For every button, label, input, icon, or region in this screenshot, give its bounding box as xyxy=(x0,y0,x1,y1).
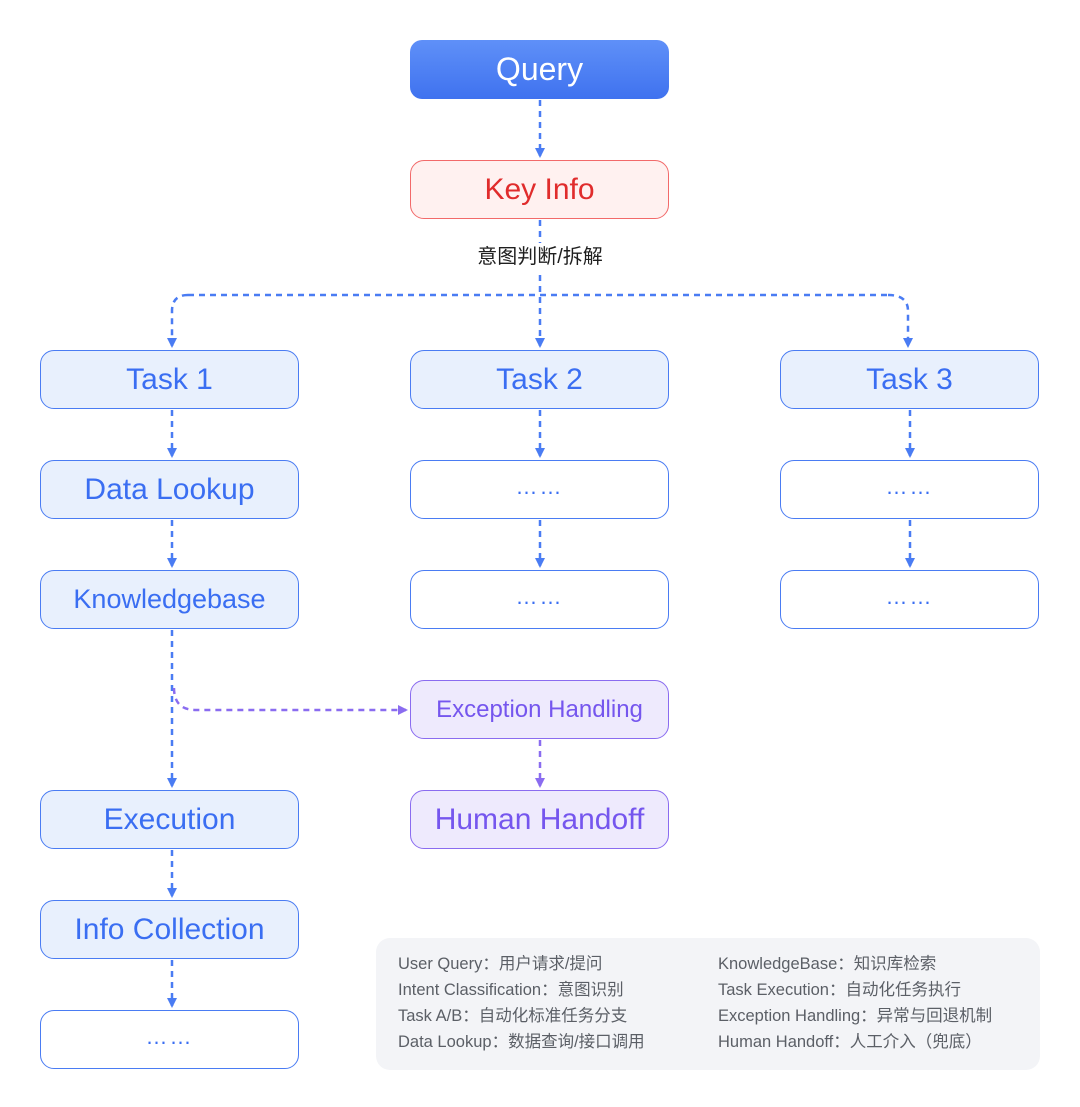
exception-handling-node: Exception Handling xyxy=(410,680,669,739)
intent-split-label: 意图判断/拆解 xyxy=(455,243,625,271)
legend-right-column: KnowledgeBase：知识库检索 Task Execution：自动化任务… xyxy=(718,951,992,1055)
data-lookup-node: Data Lookup xyxy=(40,460,299,519)
task1-node: Task 1 xyxy=(40,350,299,409)
task2-step2-node: …… xyxy=(410,570,669,629)
legend-item: User Query：用户请求/提问 xyxy=(398,955,603,973)
legend-item: Task A/B：自动化标准任务分支 xyxy=(398,1007,628,1025)
task1-final-step-node: …… xyxy=(40,1010,299,1069)
legend-panel: User Query：用户请求/提问 Intent Classification… xyxy=(376,938,1040,1070)
execution-node: Execution xyxy=(40,790,299,849)
legend-item: Intent Classification：意图识别 xyxy=(398,981,624,999)
knowledgebase-node: Knowledgebase xyxy=(40,570,299,629)
arrow-branch-to-task3 xyxy=(887,293,913,348)
legend-item: Human Handoff：人工介入（兜底） xyxy=(718,1033,982,1051)
task2-node: Task 2 xyxy=(410,350,669,409)
legend-item: Task Execution：自动化任务执行 xyxy=(718,981,961,999)
legend-left-column: User Query：用户请求/提问 Intent Classification… xyxy=(398,951,645,1055)
arrow-branch-to-task1 xyxy=(167,293,189,348)
info-collection-node: Info Collection xyxy=(40,900,299,959)
key-info-node: Key Info xyxy=(410,160,669,219)
legend-item: KnowledgeBase：知识库检索 xyxy=(718,955,937,973)
task3-step1-node: …… xyxy=(780,460,1039,519)
task2-step1-node: …… xyxy=(410,460,669,519)
human-handoff-node: Human Handoff xyxy=(410,790,669,849)
query-node: Query xyxy=(410,40,669,99)
task3-step2-node: …… xyxy=(780,570,1039,629)
legend-item: Data Lookup：数据查询/接口调用 xyxy=(398,1033,645,1051)
legend-item: Exception Handling：异常与回退机制 xyxy=(718,1007,993,1025)
arrow-knowledgebase-to-exception xyxy=(172,687,408,715)
task3-node: Task 3 xyxy=(780,350,1039,409)
